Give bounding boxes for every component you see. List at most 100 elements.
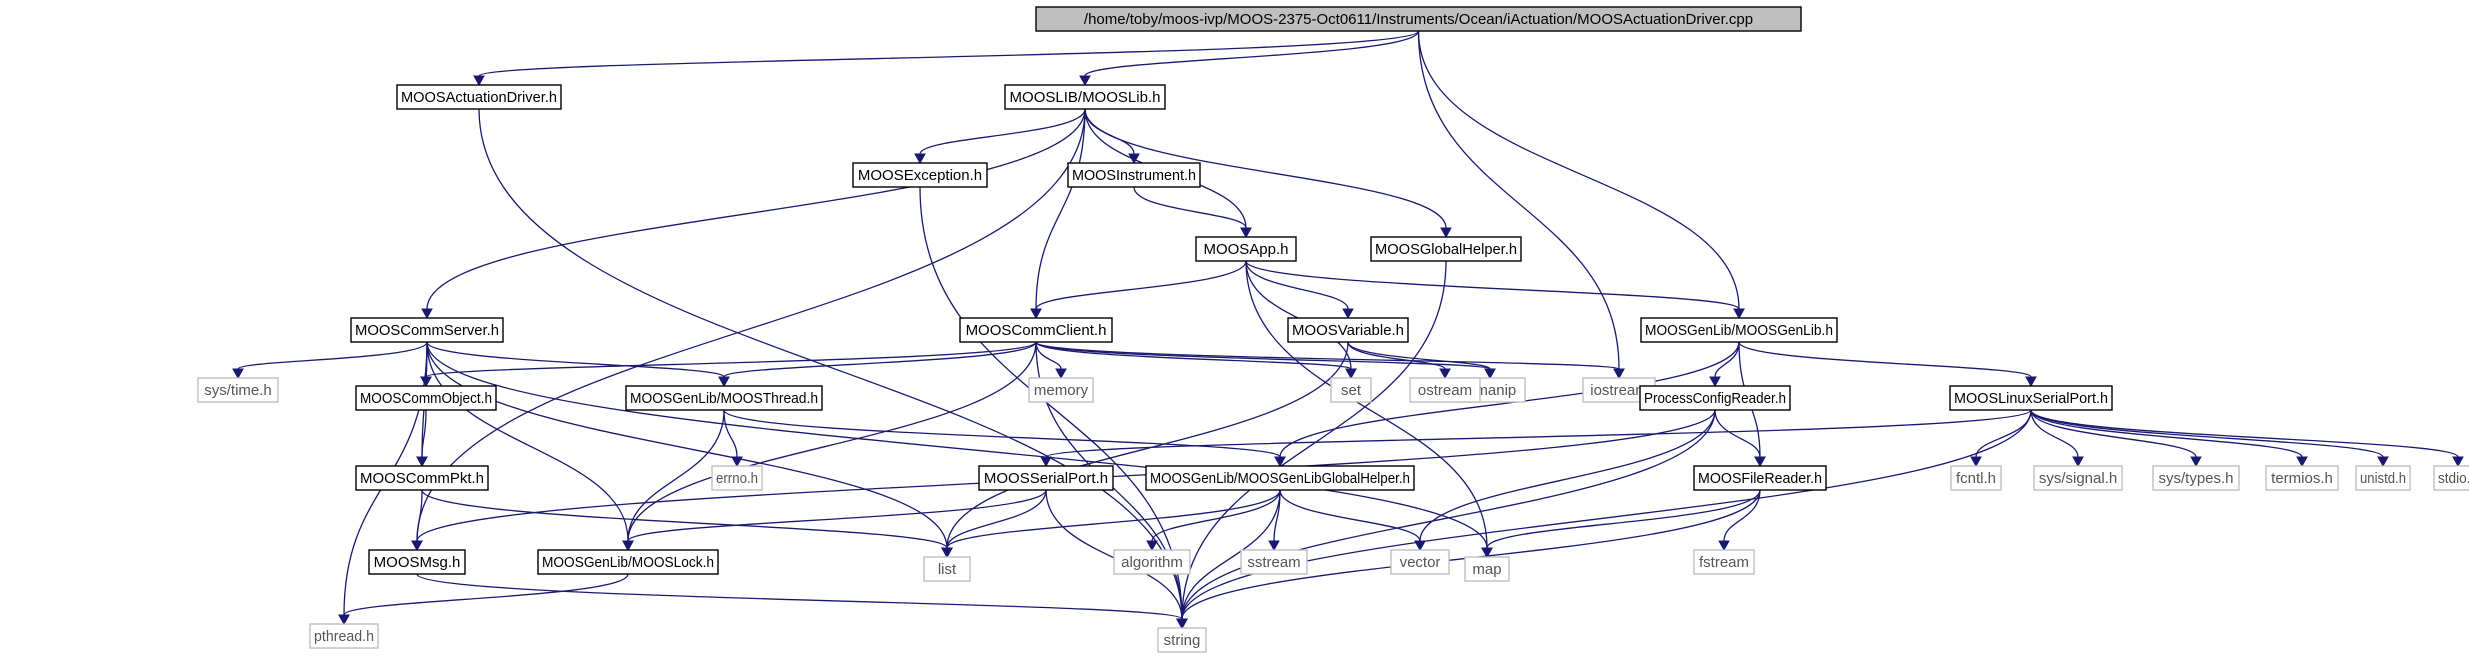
node-mooslock[interactable]: MOOSGenLib/MOOSLock.h [537,549,719,575]
edge-pcr-to-filereader [1714,409,1766,468]
node-mooslib[interactable]: MOOSLIB/MOOSLib.h [1004,84,1166,110]
node-label-commserver: MOOSCommServer.h [355,322,499,339]
node-actdrv[interactable]: MOOSActuationDriver.h [396,84,562,110]
edge-mooscommclient-to-commobject [420,341,1037,388]
edge-moosthread-to-genlibglobal [723,409,1286,468]
node-label-systypes: sys/types.h [2158,470,2233,487]
edge-commserver-to-map [426,341,1493,559]
edge-mooscommclient-to-memory [1035,341,1067,380]
node-label-fcntl: fcntl.h [1956,470,1996,487]
edge-moosthread-to-mooslock [622,409,725,552]
edge-layer [232,30,2464,630]
node-label-memory: memory [1034,382,1089,399]
edge-genlibglobal-to-vector [1279,489,1426,552]
edge-root-to-iostream [1417,30,1625,380]
node-label-stdio: stdio.h [2438,470,2469,487]
node-label-mooslib: MOOSLIB/MOOSLib.h [1010,89,1161,106]
node-stdio: stdio.h [2433,465,2469,491]
node-moosapp[interactable]: MOOSApp.h [1195,236,1297,262]
node-pthread: pthread.h [309,623,379,649]
node-root[interactable]: /home/toby/moos-ivp/MOOS-2375-Oct0611/In… [1035,6,1802,32]
node-label-ostream: ostream [1418,382,1472,399]
node-label-systime: sys/time.h [204,382,272,399]
edge-linuxserial-to-serialport [1040,409,2032,468]
edge-moosthread-to-errno [723,409,743,468]
node-label-commpkt: MOOSCommPkt.h [360,470,484,487]
edge-linuxserial-to-systypes [2030,409,2202,468]
node-label-serialport: MOOSSerialPort.h [984,470,1108,487]
node-label-exception: MOOSException.h [858,167,982,184]
node-moosvariable[interactable]: MOOSVariable.h [1287,317,1409,343]
node-moosmsg[interactable]: MOOSMsg.h [368,549,466,575]
edge-moosapp-to-map [1245,260,1493,559]
edge-serialport-to-mooslock [622,489,1047,552]
node-label-unistd: unistd.h [2360,470,2406,487]
node-systypes: sys/types.h [2152,465,2240,491]
edge-linuxserial-to-stdio [2030,409,2464,468]
node-label-commobject: MOOSCommObject.h [360,390,492,407]
node-globalhelper[interactable]: MOOSGlobalHelper.h [1370,236,1522,262]
edge-mooscommclient-to-moosthread [718,341,1037,388]
node-label-termios: termios.h [2271,470,2333,487]
node-unistd: unistd.h [2355,465,2411,491]
node-filereader[interactable]: MOOSFileReader.h [1693,465,1827,491]
edge-linuxserial-to-termios [2030,409,2308,468]
node-label-set: set [1341,382,1362,399]
node-commpkt[interactable]: MOOSCommPkt.h [355,465,489,491]
node-set: set [1330,377,1372,403]
node-sstream: sstream [1240,549,1308,575]
node-label-actdrv: MOOSActuationDriver.h [401,89,557,106]
node-commobject[interactable]: MOOSCommObject.h [355,385,497,411]
node-label-moosapp: MOOSApp.h [1203,241,1288,258]
node-label-map: map [1472,561,1501,578]
node-commserver[interactable]: MOOSCommServer.h [350,317,504,343]
node-exception[interactable]: MOOSException.h [852,162,988,188]
edge-linuxserial-to-unistd [2030,409,2389,468]
node-list: list [923,556,971,582]
edge-moosapp-to-moosvariable [1245,260,1354,320]
node-serialport[interactable]: MOOSSerialPort.h [978,465,1114,491]
node-label-string: string [1164,632,1201,649]
node-label-mooscommclient: MOOSCommClient.h [966,322,1107,339]
node-label-signal: sys/signal.h [2039,470,2117,487]
edge-pcr-to-string [1176,409,1716,630]
node-linuxserial[interactable]: MOOSLinuxSerialPort.h [1949,385,2113,411]
node-label-filereader: MOOSFileReader.h [1698,470,1822,487]
node-moosthread[interactable]: MOOSGenLib/MOOSThread.h [625,385,823,411]
edge-mooslock-to-pthread [338,573,629,626]
node-string: string [1157,627,1207,653]
node-map: map [1464,556,1510,582]
node-layer: /home/toby/moos-ivp/MOOS-2375-Oct0611/In… [197,6,2469,653]
edge-filereader-to-fstream [1718,489,1761,552]
node-label-mooslock: MOOSGenLib/MOOSLock.h [542,554,714,571]
edge-commserver-to-mooslock [426,341,634,552]
node-label-sstream: sstream [1247,554,1300,571]
edge-moosmsg-to-string [416,573,1188,630]
node-genlib[interactable]: MOOSGenLib/MOOSGenLib.h [1640,317,1838,343]
edge-moosvariable-to-ostream [1347,341,1451,380]
edge-genlibglobal-to-list [941,489,1281,559]
edge-mooscommclient-to-set [1035,341,1357,380]
edge-moosapp-to-genlib [1245,260,1745,320]
node-systime: sys/time.h [197,377,279,403]
node-algorithm: algorithm [1113,549,1191,575]
node-fcntl: fcntl.h [1950,465,2002,491]
edge-root-to-mooslib [1079,30,1420,87]
node-instrument[interactable]: MOOSInstrument.h [1067,162,1201,188]
node-errno: errno.h [711,465,763,491]
node-label-pthread: pthread.h [314,628,374,645]
node-label-fstream: fstream [1699,554,1749,571]
edge-root-to-genlib [1417,30,1745,320]
node-label-root: /home/toby/moos-ivp/MOOS-2375-Oct0611/In… [1084,11,1753,28]
node-pcr[interactable]: ProcessConfigReader.h [1639,385,1791,411]
edge-moosapp-to-mooscommclient [1030,260,1247,320]
node-label-moosthread: MOOSGenLib/MOOSThread.h [630,390,818,407]
node-mooscommclient[interactable]: MOOSCommClient.h [959,317,1113,343]
node-label-moosmsg: MOOSMsg.h [374,554,461,571]
node-label-iostream: iostream [1590,382,1648,399]
node-genlibglobal[interactable]: MOOSGenLib/MOOSGenLibGlobalHelper.h [1145,465,1415,491]
node-label-linuxserial: MOOSLinuxSerialPort.h [1954,390,2108,407]
edge-serialport-to-list [941,489,1047,559]
node-termios: termios.h [2265,465,2339,491]
